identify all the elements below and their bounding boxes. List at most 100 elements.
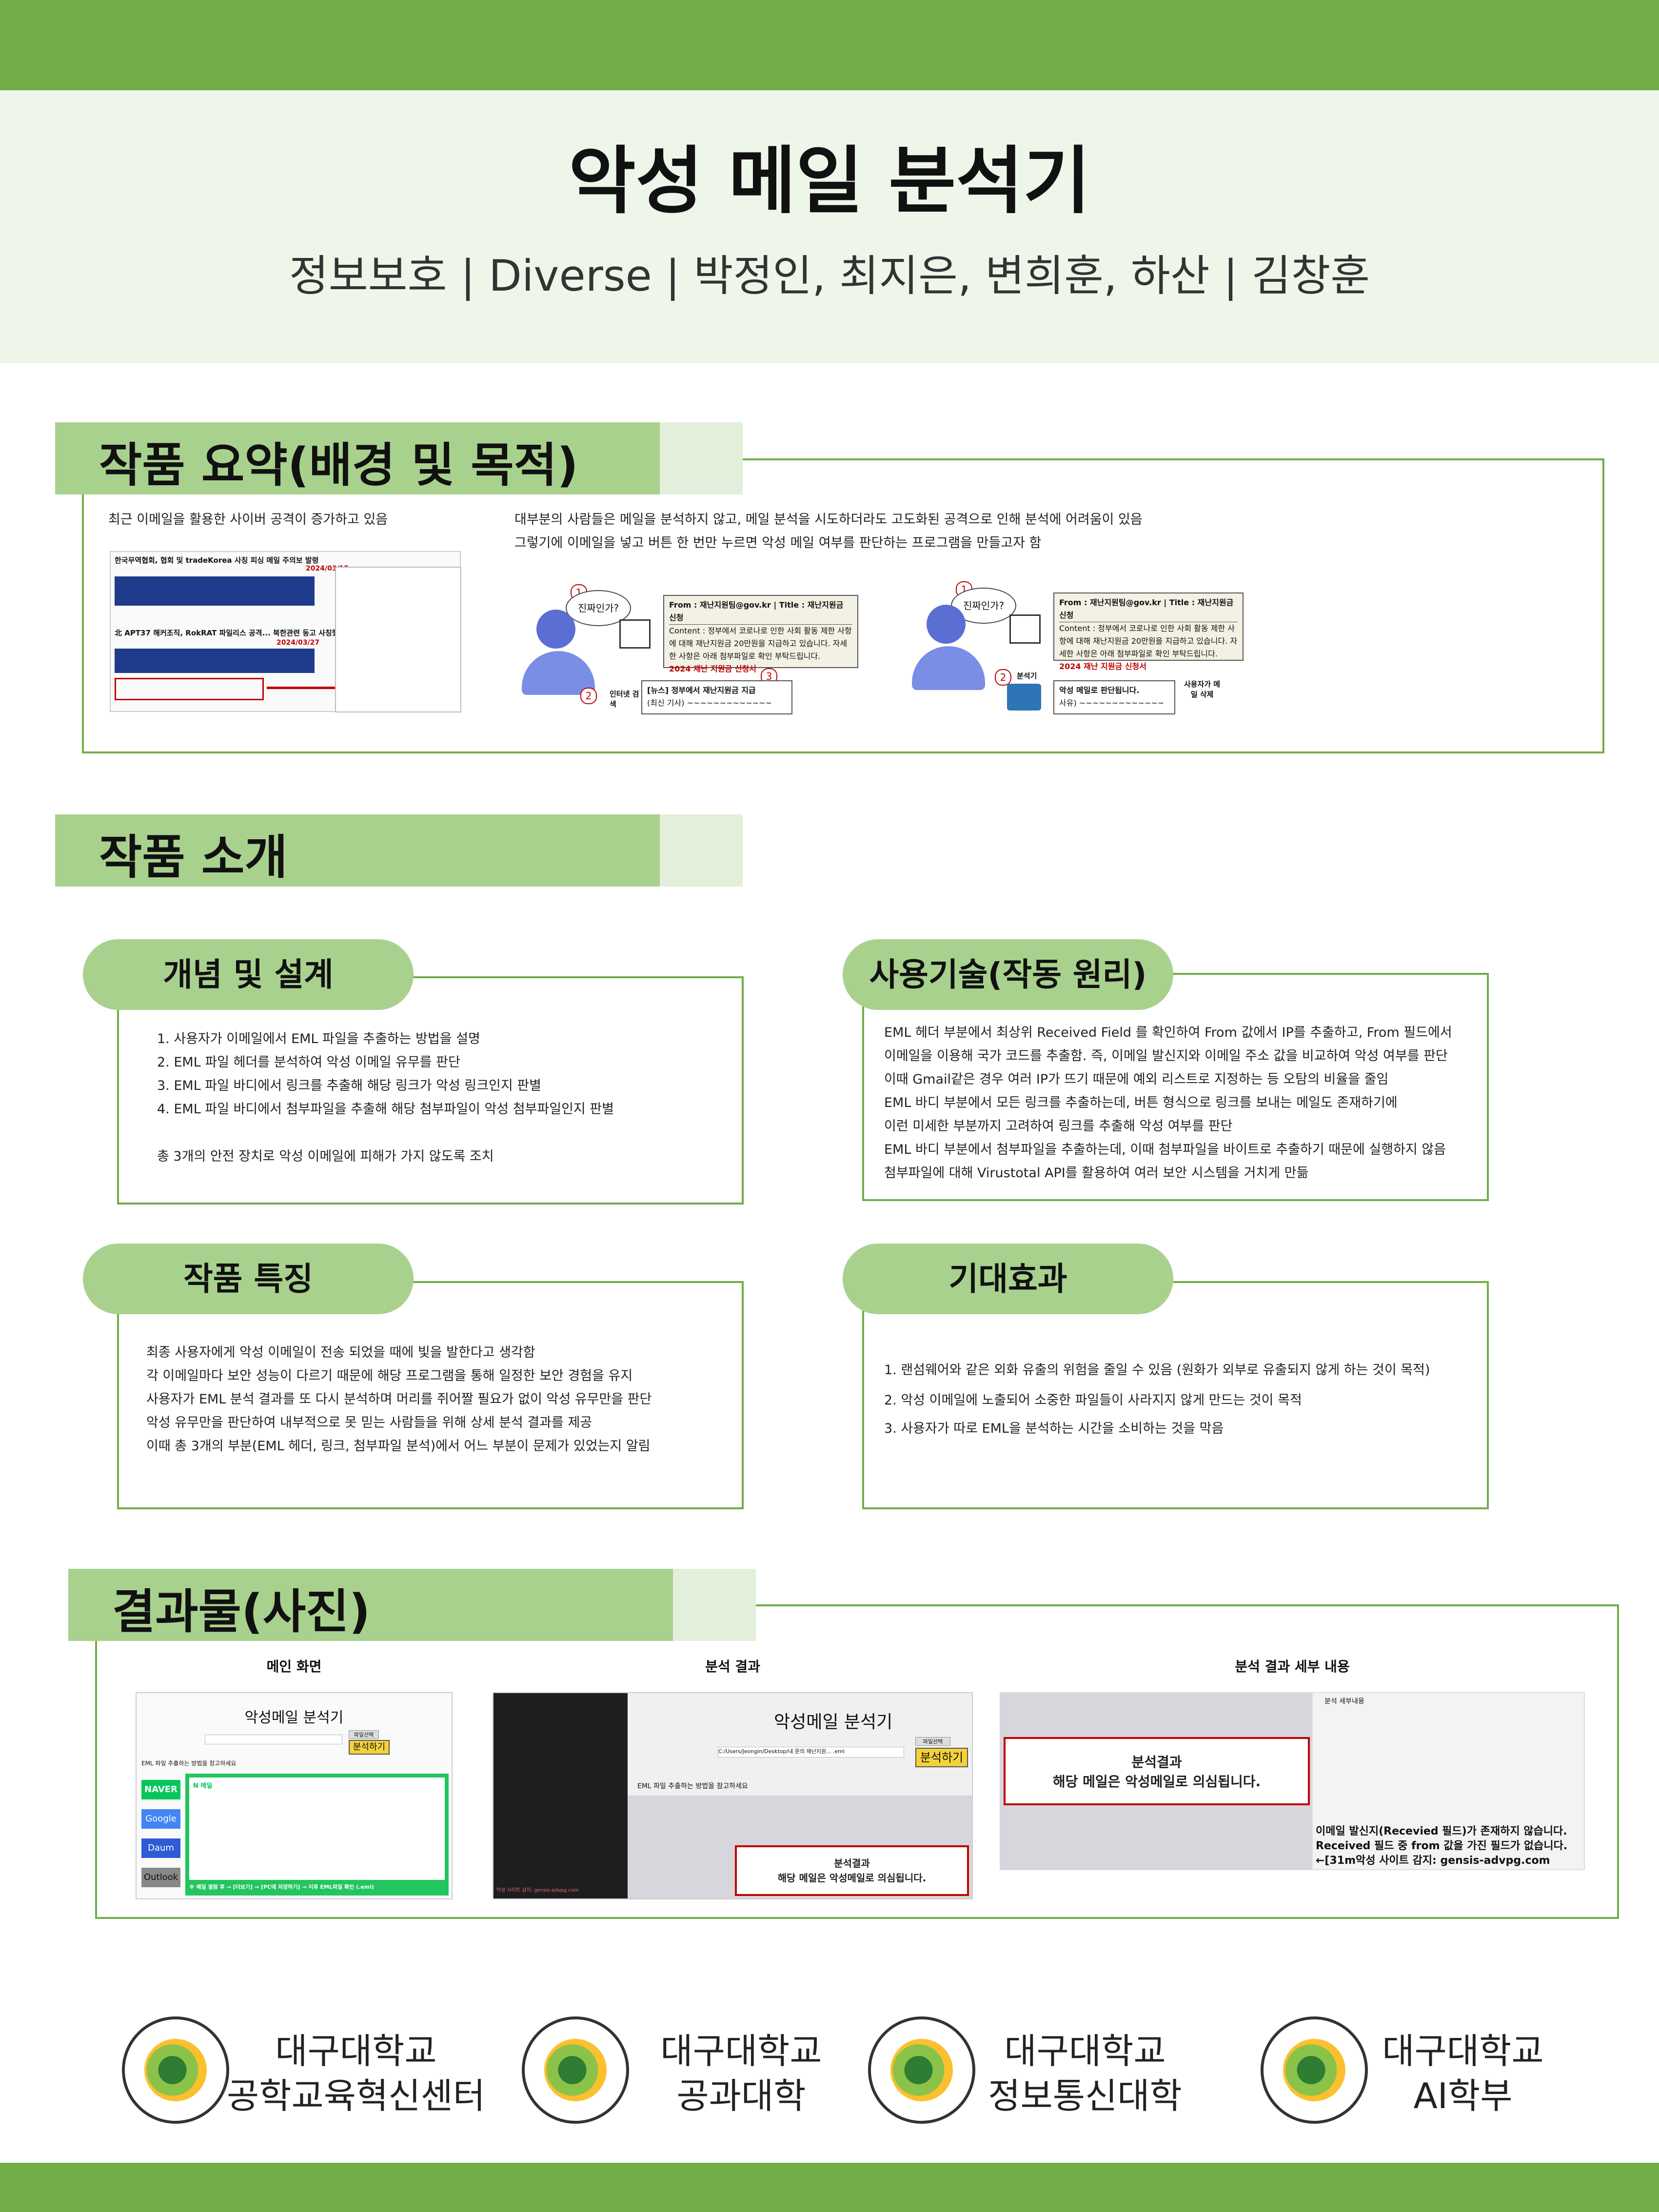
heading-tail bbox=[673, 1569, 756, 1641]
logo-3-line2: 정보통신대학 bbox=[988, 2075, 1182, 2116]
red-arrow bbox=[267, 687, 340, 689]
provider-google[interactable]: Google bbox=[141, 1809, 180, 1829]
tech-title: 사용기술(작동 원리) bbox=[843, 939, 1173, 1010]
delete-action-label: 사용자가 메일 삭제 bbox=[1184, 680, 1221, 699]
features-title: 작품 특징 bbox=[83, 1244, 414, 1314]
summary-heading: 작품 요약(배경 및 목적) bbox=[99, 438, 578, 493]
features-line-2: 각 이메일마다 보안 성능이 다르기 때문에 해당 프로그램을 통해 일정한 보… bbox=[146, 1368, 633, 1383]
logo-text-2: 대구대학교 공과대학 bbox=[644, 2029, 839, 2118]
mail-card: From : 재난지원팀@gov.kr | Title : 재난지원금 신청 C… bbox=[1053, 592, 1244, 671]
logo-1-line1: 대구대학교 bbox=[275, 2031, 437, 2072]
detail-window: 분석 세부내용 이메일 발신지(Recevied 필드)가 존재하지 않습니다.… bbox=[1312, 1692, 1585, 1870]
intro-heading-bar: 작품 소개 bbox=[55, 814, 743, 887]
search-result-title: [뉴스] 정부에서 재난지원금 지급 bbox=[647, 686, 756, 695]
console-output: 악성 사이트 감지: gensis-advpg.com bbox=[496, 1888, 579, 1893]
envelope-icon bbox=[1009, 614, 1041, 644]
detail-line-1: 이메일 발신지(Recevied 필드)가 존재하지 않습니다. bbox=[1316, 1825, 1567, 1837]
tech-line-3: 이때 Gmail같은 경우 여러 IP가 뜨기 때문에 예외 리스트로 지정하는… bbox=[884, 1072, 1389, 1087]
mail-attachment: 2024 재난 지원금 신청서 bbox=[1059, 662, 1147, 671]
summary-frame bbox=[82, 458, 1604, 753]
search-result-card: [뉴스] 정부에서 재난지원금 지급 (최신 기사) ~~~~~~~~~~~~~ bbox=[641, 680, 792, 714]
step-2-badge: 2 bbox=[580, 688, 597, 704]
university-seal-1 bbox=[122, 2016, 229, 2124]
top-bar bbox=[0, 0, 1659, 90]
hint-text: EML 파일 추출하는 방법을 참고하세요 bbox=[141, 1760, 237, 1767]
mail-guide-panel: N 메일 ※ 메일 열람 후 → [더보기] → [PC에 저장하기] → 이후… bbox=[185, 1774, 449, 1896]
detail-window-title: 분석 세부내용 bbox=[1324, 1698, 1364, 1705]
email-preview bbox=[335, 567, 461, 712]
file-select-button[interactable]: 파일선택 bbox=[915, 1737, 950, 1746]
concept-frame bbox=[117, 976, 744, 1205]
news-date-2: 2024/03/27 bbox=[276, 639, 320, 647]
code-editor-panel: 악성 사이트 감지: gensis-advpg.com bbox=[494, 1693, 628, 1898]
user-icon-head bbox=[536, 610, 575, 649]
concept-item-4: 4. EML 파일 바디에서 첨부파일을 추출해 해당 첨부파일이 악성 첨부파… bbox=[157, 1102, 614, 1117]
result-title: 분석결과 bbox=[1131, 1754, 1182, 1770]
analysis-result-title: 악성 메일로 판단됩니다. bbox=[1059, 686, 1140, 695]
tech-line-6: EML 바디 부분에서 첨부파일을 추출하는데, 이때 첨부파일을 바이트로 추… bbox=[884, 1142, 1446, 1157]
hint-text: EML 파일 추출하는 방법을 참고하세요 bbox=[637, 1782, 748, 1790]
shot-caption-detail: 분석 결과 세부 내용 bbox=[1235, 1659, 1350, 1675]
mail-body: Content : 정부에서 코로나로 인한 사회 활동 제한 사항에 대해 재… bbox=[1059, 624, 1238, 658]
file-path-input[interactable]: C:/Users/Jeongin/Desktop/내 문의 재난지원... .e… bbox=[718, 1747, 904, 1758]
news-banner-2 bbox=[115, 649, 315, 673]
step-2-badge: 2 bbox=[995, 669, 1011, 686]
heading-tail bbox=[660, 422, 743, 494]
provider-naver[interactable]: NAVER bbox=[141, 1780, 180, 1799]
concept-item-3: 3. EML 파일 바디에서 링크를 추출해 해당 링크가 악성 링크인지 판별 bbox=[157, 1078, 541, 1093]
mail-body: Content : 정부에서 코로나로 인한 사회 활동 제한 사항에 대해 재… bbox=[669, 626, 852, 661]
university-seal-2 bbox=[522, 2016, 629, 2124]
features-line-3: 사용자가 EML 분석 결과를 또 다시 분석하며 머리를 쥐어짤 필요가 없이… bbox=[146, 1392, 652, 1407]
analysis-result-card: 악성 메일로 판단됩니다. 사유) ~~~~~~~~~~~~~ bbox=[1053, 680, 1175, 714]
analyzer-icon bbox=[1007, 684, 1041, 711]
mail-card: From : 재난지원팀@gov.kr | Title : 재난지원금 신청 C… bbox=[663, 595, 858, 673]
logo-2-line1: 대구대학교 bbox=[660, 2031, 822, 2072]
file-select-button[interactable]: 파일선택 bbox=[349, 1730, 379, 1739]
shot-caption-result: 분석 결과 bbox=[705, 1659, 760, 1675]
mail-attachment: 2024 재난 지원금 신청서 bbox=[669, 664, 757, 673]
analyze-button[interactable]: 분석하기 bbox=[349, 1740, 390, 1755]
effects-title: 기대효과 bbox=[843, 1244, 1173, 1314]
main-screen-shot: 악성메일 분석기 파일선택 분석하기 EML 파일 추출하는 방법을 참고하세요… bbox=[136, 1692, 453, 1899]
mail-guide-inner bbox=[189, 1778, 445, 1880]
diagram-2: 1 진짜인가? From : 재난지원팀@gov.kr | Title : 재난… bbox=[912, 575, 1253, 722]
concept-title: 개념 및 설계 bbox=[83, 939, 414, 1010]
analyzer-label: 분석기 bbox=[1017, 672, 1037, 680]
mail-from: From : 재난지원팀@gov.kr | Title : 재난지원금 신청 bbox=[1059, 596, 1238, 622]
results-heading-bar: 결과물(사진) bbox=[68, 1569, 756, 1641]
summary-right-line1: 대부분의 사람들은 메일을 분석하지 않고, 메일 분석을 시도하더라도 고도화… bbox=[514, 512, 1143, 527]
diagram-1: 1 진짜인가? From : 재난지원팀@gov.kr | Title : 재난… bbox=[522, 575, 873, 722]
mail-brand: N 메일 bbox=[193, 1782, 213, 1790]
results-frame bbox=[95, 1604, 1619, 1919]
analyze-button[interactable]: 분석하기 bbox=[915, 1748, 968, 1767]
highlight-box bbox=[115, 678, 264, 700]
features-line-4: 악성 유무만을 판단하여 내부적으로 못 믿는 사람들을 위해 상세 분석 결과… bbox=[146, 1415, 592, 1430]
university-seal-4 bbox=[1261, 2016, 1368, 2124]
news-headline-2: 北 APT37 해커조직, RokRAT 파일리스 공격... 북한관련 동고 … bbox=[115, 629, 346, 637]
poster-title: 악성 메일 분석기 bbox=[568, 139, 1091, 224]
logo-1-line2: 공학교육혁신센터 bbox=[227, 2075, 485, 2116]
user-icon-head bbox=[927, 605, 966, 644]
intro-heading: 작품 소개 bbox=[99, 830, 288, 885]
concept-item-2: 2. EML 파일 헤더를 분석하여 악성 이메일 유무를 판단 bbox=[157, 1055, 460, 1070]
provider-daum[interactable]: Daum bbox=[141, 1838, 180, 1858]
result-box: 분석결과 해당 메일은 악성메일로 의심됩니다. bbox=[735, 1845, 969, 1896]
user-icon-body bbox=[912, 646, 985, 690]
results-heading: 결과물(사진) bbox=[112, 1584, 371, 1639]
detail-screen-shot: 분석결과 해당 메일은 악성메일로 의심됩니다. 분석 세부내용 이메일 발신지… bbox=[1000, 1692, 1585, 1870]
provider-outlook[interactable]: Outlook bbox=[141, 1868, 180, 1887]
analyzer-window: 악성메일 분석기 C:/Users/Jeongin/Desktop/내 문의 재… bbox=[628, 1693, 972, 1898]
app-title: 악성메일 분석기 bbox=[774, 1712, 893, 1732]
poster-subtitle: 정보보호 | Diverse | 박정인, 최지은, 변희훈, 하산 | 김창훈 bbox=[289, 251, 1370, 301]
file-input[interactable] bbox=[205, 1735, 342, 1744]
tech-line-1: EML 헤더 부분에서 최상위 Received Field 를 확인하여 Fr… bbox=[884, 1025, 1452, 1040]
result-body: 해당 메일은 악성메일로 의심됩니다. bbox=[1052, 1774, 1261, 1790]
mail-from: From : 재난지원팀@gov.kr | Title : 재난지원금 신청 bbox=[669, 599, 852, 625]
analysis-result-body: 사유) ~~~~~~~~~~~~~ bbox=[1059, 698, 1165, 708]
effects-line-3: 3. 사용자가 따로 EML을 분석하는 시간을 소비하는 것을 막음 bbox=[884, 1421, 1224, 1436]
result-body: 해당 메일은 악성메일로 의심됩니다. bbox=[777, 1872, 927, 1884]
summary-left-text: 최근 이메일을 활용한 사이버 공격이 증가하고 있음 bbox=[108, 512, 388, 527]
poster-header bbox=[0, 90, 1659, 363]
shot-caption-main: 메인 화면 bbox=[266, 1659, 322, 1675]
search-result-body: (최신 기사) ~~~~~~~~~~~~~ bbox=[647, 698, 772, 708]
